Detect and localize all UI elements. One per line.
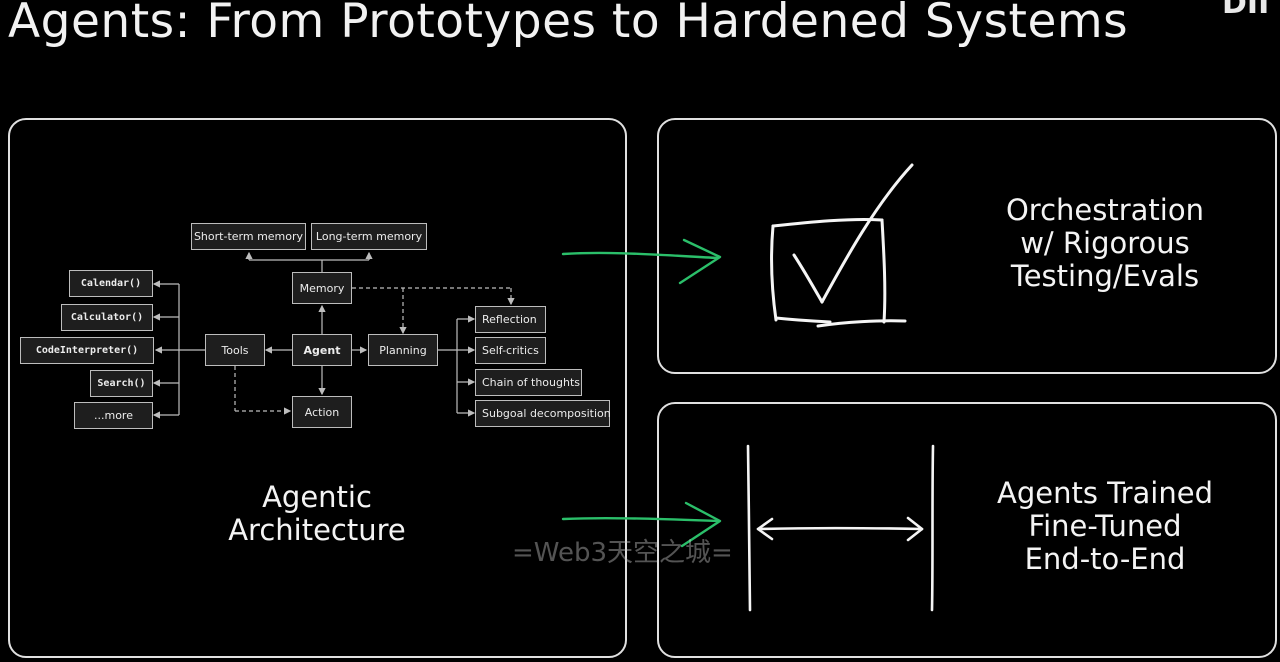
trained-agents-panel — [657, 402, 1277, 658]
short-term-memory-node: Short-term memory — [191, 223, 306, 250]
checkbox-check-icon — [770, 163, 914, 328]
orchestration-label: Orchestration w/ Rigorous Testing/Evals — [960, 194, 1250, 293]
slide-title: Agents: From Prototypes to Hardened Syst… — [8, 0, 1129, 49]
tools-node: Tools — [205, 334, 265, 366]
agents-trained-line-2: Fine-Tuned — [1028, 509, 1182, 543]
calculator-tool-node: Calculator() — [61, 304, 153, 331]
agents-trained-label: Agents Trained Fine-Tuned End-to-End — [960, 477, 1250, 576]
orchestration-line-3: Testing/Evals — [1010, 259, 1200, 293]
action-node: Action — [292, 396, 352, 428]
reflection-node: Reflection — [475, 306, 546, 333]
agents-trained-line-1: Agents Trained — [997, 476, 1213, 510]
chain-of-thoughts-node: Chain of thoughts — [475, 369, 582, 396]
subgoal-decomposition-node: Subgoal decomposition — [475, 400, 611, 427]
agentic-architecture-panel — [8, 118, 627, 658]
long-term-memory-node: Long-term memory — [311, 223, 427, 250]
corner-logo: DII — [1222, 0, 1270, 21]
green-arrow-top-head — [678, 238, 722, 285]
agentic-architecture-line-1: Agentic — [262, 480, 372, 514]
orchestration-line-1: Orchestration — [1005, 193, 1204, 227]
green-arrow-bottom — [561, 516, 720, 523]
agentic-architecture-label: Agentic Architecture — [200, 481, 434, 547]
agent-node: Agent — [292, 334, 352, 366]
watermark-text: =Web3天空之城= — [512, 538, 733, 568]
memory-node: Memory — [292, 272, 352, 304]
orchestration-panel — [657, 118, 1277, 374]
calendar-tool-node: Calendar() — [69, 270, 153, 297]
self-critics-node: Self-critics — [475, 337, 546, 364]
agentic-architecture-line-2: Architecture — [228, 513, 406, 547]
planning-node: Planning — [368, 334, 438, 366]
green-arrow-bottom-head — [680, 501, 722, 548]
agents-trained-line-3: End-to-End — [1024, 542, 1186, 576]
code-interpreter-tool-node: CodeInterpreter() — [20, 337, 154, 364]
orchestration-line-2: w/ Rigorous — [1020, 226, 1190, 260]
double-arrow-between-bars-icon — [746, 444, 935, 612]
search-tool-node: Search() — [90, 370, 153, 397]
green-arrow-top — [561, 251, 720, 260]
more-tools-node: ...more — [74, 402, 153, 429]
